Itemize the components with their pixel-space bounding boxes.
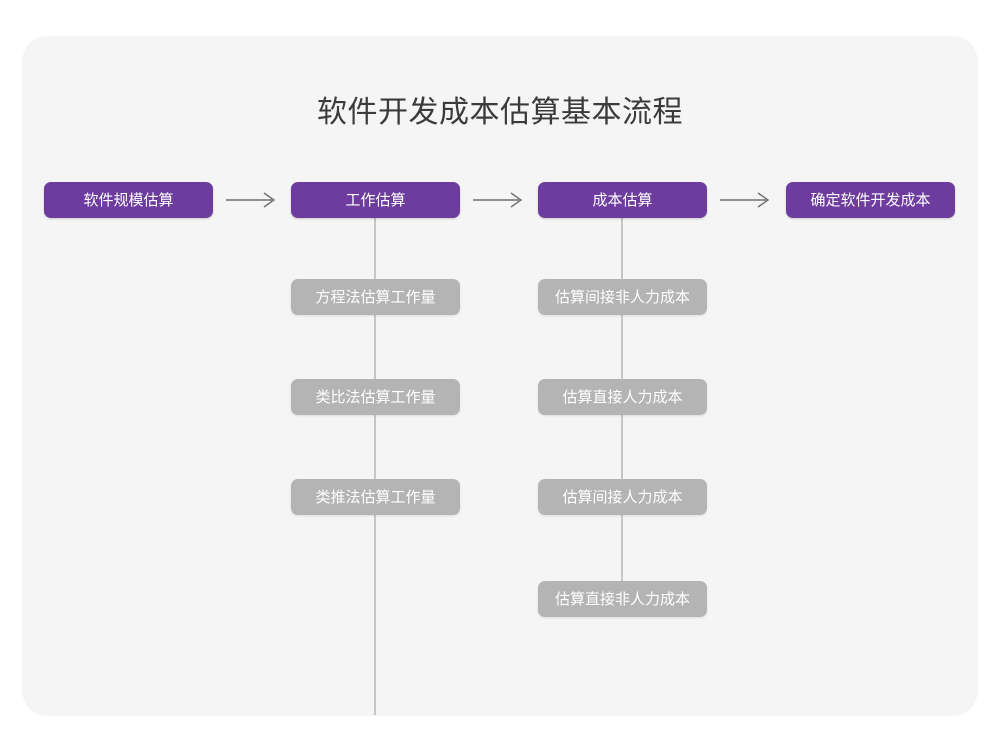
- node-stage-3-child-3[interactable]: 估算间接人力成本: [538, 479, 707, 515]
- arrow-right-icon-3: [720, 190, 772, 210]
- node-stage-3-child-2[interactable]: 估算直接人力成本: [538, 379, 707, 415]
- page-title: 软件开发成本估算基本流程: [317, 96, 683, 129]
- node-stage-2[interactable]: 工作估算: [291, 182, 460, 218]
- node-stage-4[interactable]: 确定软件开发成本: [786, 182, 955, 218]
- node-stage-3-child-4[interactable]: 估算直接非人力成本: [538, 581, 707, 617]
- arrow-right-icon-1: [226, 190, 278, 210]
- arrow-right-icon-2: [473, 190, 525, 210]
- node-stage-3-child-1[interactable]: 估算间接非人力成本: [538, 279, 707, 315]
- node-stage-2-child-2[interactable]: 类比法估算工作量: [291, 379, 460, 415]
- node-stage-1[interactable]: 软件规模估算: [44, 182, 213, 218]
- node-stage-3[interactable]: 成本估算: [538, 182, 707, 218]
- connector-line-stage-2: [374, 218, 376, 715]
- card-background: [22, 36, 978, 716]
- node-stage-2-child-1[interactable]: 方程法估算工作量: [291, 279, 460, 315]
- node-stage-2-child-3[interactable]: 类推法估算工作量: [291, 479, 460, 515]
